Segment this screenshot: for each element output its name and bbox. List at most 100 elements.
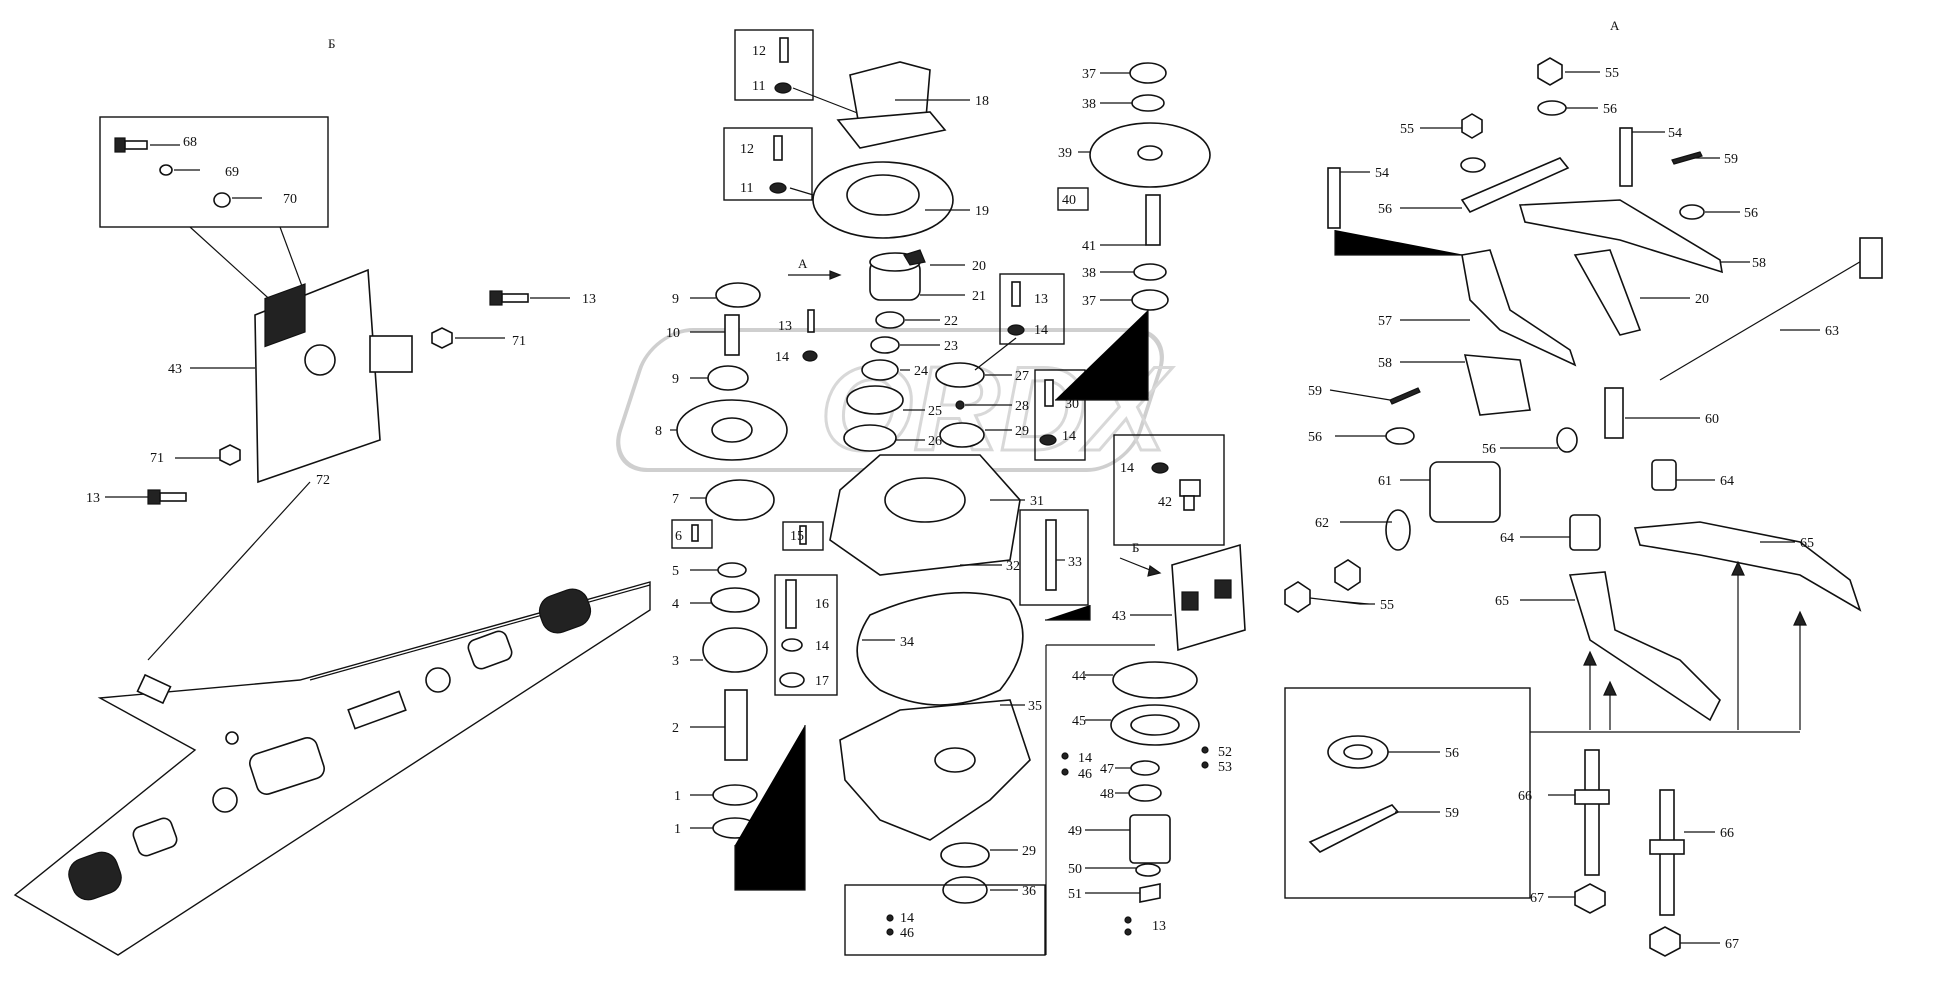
label-14: 14 <box>900 911 914 926</box>
arrow-b-label: Б <box>1132 540 1139 555</box>
label-55: 55 <box>1380 598 1394 613</box>
label-53: 53 <box>1218 760 1232 775</box>
label-1: 1 <box>674 822 681 837</box>
label-14: 14 <box>1120 461 1134 476</box>
section-label-a: А <box>1610 18 1620 33</box>
label-14: 14 <box>775 350 789 365</box>
label-14: 14 <box>1062 429 1076 444</box>
label-34: 34 <box>900 635 914 650</box>
label-32: 32 <box>1006 559 1020 574</box>
lever-57 <box>1461 249 1577 367</box>
label-14: 14 <box>1078 751 1092 766</box>
spring-61 <box>1429 461 1501 523</box>
label-3: 3 <box>672 654 679 669</box>
label-19: 19 <box>975 204 989 219</box>
label-42: 42 <box>1158 495 1172 510</box>
label-8: 8 <box>655 424 662 439</box>
label-48: 48 <box>1100 787 1114 802</box>
label-2: 2 <box>672 721 679 736</box>
label-63: 63 <box>1825 324 1839 339</box>
label-70: 70 <box>283 192 297 207</box>
lever-65 <box>1568 571 1721 722</box>
label-68: 68 <box>183 135 197 150</box>
label-40: 40 <box>1062 193 1076 208</box>
label-43: 43 <box>168 362 182 377</box>
label-13: 13 <box>1034 292 1048 307</box>
label-30: 30 <box>1065 397 1079 412</box>
label-66: 66 <box>1518 789 1532 804</box>
label-52: 52 <box>1218 745 1232 760</box>
label-31: 31 <box>1030 494 1044 509</box>
label-13: 13 <box>86 491 100 506</box>
label-22: 22 <box>944 314 958 329</box>
label-15: 15 <box>790 529 804 544</box>
spur-gear <box>1129 814 1171 864</box>
label-37: 37 <box>1082 67 1096 82</box>
label-26: 26 <box>928 434 942 449</box>
lower-housing <box>839 699 1031 841</box>
label-14: 14 <box>815 639 829 654</box>
label-50: 50 <box>1068 862 1082 877</box>
label-21: 21 <box>972 289 986 304</box>
label-60: 60 <box>1705 412 1719 427</box>
bracket-20 <box>1573 249 1642 336</box>
label-9: 9 <box>672 372 679 387</box>
label-55: 55 <box>1400 122 1414 137</box>
label-20: 20 <box>972 259 986 274</box>
inset-box-fasteners <box>99 116 329 228</box>
label-64: 64 <box>1720 474 1734 489</box>
label-69: 69 <box>225 165 239 180</box>
label-35: 35 <box>1028 699 1042 714</box>
label-61: 61 <box>1378 474 1392 489</box>
rod-63 <box>1659 249 1881 381</box>
label-67: 67 <box>1530 891 1544 906</box>
label-23: 23 <box>944 339 958 354</box>
label-33: 33 <box>1068 555 1082 570</box>
label-65: 65 <box>1495 594 1509 609</box>
label-57: 57 <box>1378 314 1392 329</box>
arrow-a-label: А <box>798 256 808 271</box>
label-39: 39 <box>1058 146 1072 161</box>
label-13: 13 <box>1152 919 1166 934</box>
gasket <box>856 591 1024 706</box>
label-18: 18 <box>975 94 989 109</box>
label-41: 41 <box>1082 239 1096 254</box>
label-29: 29 <box>1022 844 1036 859</box>
label-17: 17 <box>815 674 829 689</box>
label-65: 65 <box>1800 536 1814 551</box>
label-5: 5 <box>672 564 679 579</box>
label-54: 54 <box>1668 126 1682 141</box>
label-56: 56 <box>1445 746 1459 761</box>
label-25: 25 <box>928 404 942 419</box>
label-7: 7 <box>672 492 679 507</box>
label-55: 55 <box>1605 66 1619 81</box>
label-27: 27 <box>1015 369 1029 384</box>
label-47: 47 <box>1100 762 1114 777</box>
label-56: 56 <box>1744 206 1758 221</box>
label-58: 58 <box>1752 256 1766 271</box>
label-10: 10 <box>666 326 680 341</box>
label-59: 59 <box>1724 152 1738 167</box>
label-71: 71 <box>512 334 526 349</box>
left-group <box>13 116 651 956</box>
label-59: 59 <box>1308 384 1322 399</box>
label-1: 1 <box>674 789 681 804</box>
valve-assembly-panel <box>13 581 651 956</box>
label-64: 64 <box>1500 531 1514 546</box>
label-11: 11 <box>740 181 753 196</box>
label-36: 36 <box>1022 884 1036 899</box>
label-12: 12 <box>740 142 754 157</box>
part-number-labels: 68 69 70 13 71 43 71 13 72 12 11 18 12 1… <box>86 44 1839 952</box>
small-plate <box>1171 543 1246 652</box>
label-56: 56 <box>1308 430 1322 445</box>
center-group: А Б <box>670 29 1246 956</box>
label-46: 46 <box>1078 767 1092 782</box>
label-14: 14 <box>1034 323 1048 338</box>
label-13: 13 <box>582 292 596 307</box>
label-66: 66 <box>1720 826 1734 841</box>
label-38: 38 <box>1082 97 1096 112</box>
label-12: 12 <box>752 44 766 59</box>
label-6: 6 <box>675 529 682 544</box>
label-56: 56 <box>1482 442 1496 457</box>
